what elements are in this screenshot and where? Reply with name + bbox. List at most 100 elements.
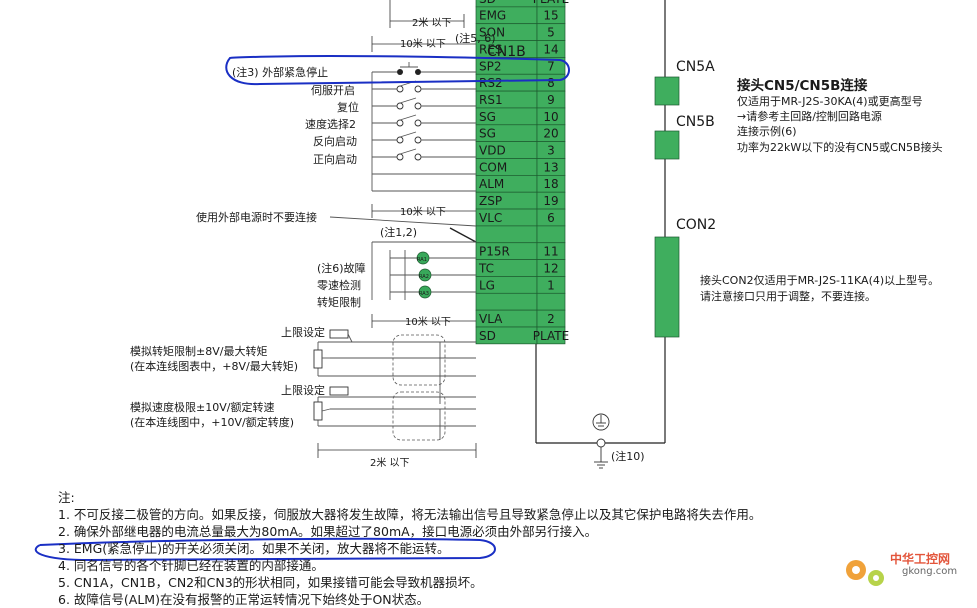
relay-ra2: RA2 (419, 274, 429, 280)
gkong-logo: 中华工控网 gkong.com (840, 548, 970, 593)
cn5a-label: CN5A (676, 59, 715, 75)
con2-label: CON2 (676, 217, 716, 233)
pin-signal: SD (479, 0, 496, 6)
switch-label-rs2: 反向启动 (313, 134, 357, 148)
pin-number-cell (536, 292, 566, 311)
dimension-bottom (317, 443, 477, 458)
switch-part (414, 136, 422, 144)
pin-signal: RS1 (479, 93, 503, 107)
cn5-line-3: 连接示例(6) (737, 124, 797, 138)
pin-number: PLATE (533, 0, 569, 6)
notes-section: 注: 1. 不可反接二极管的方向。如果反接，伺服放大器将发生故障，将无法输出信号… (58, 489, 958, 608)
pin-signal: LG (479, 278, 495, 292)
cn5-line-1: 仅适用于MR-J2S-30KA(4)或更高型号 (737, 94, 923, 108)
vdd-note: 使用外部电源时不要连接 (196, 210, 317, 224)
dimension-label-1: 2米 以下 (412, 16, 452, 29)
pin-signal: ALM (479, 177, 504, 191)
switch-group (371, 62, 476, 192)
note-item-3: 3. EMG(紧急停止)的开关必须关闭。如果不关闭，放大器将不能运转。 (58, 541, 450, 556)
switch-label-res: 复位 (337, 100, 359, 114)
pin-signal: TC (478, 261, 494, 275)
pin-number: 5 (547, 26, 555, 40)
pin-signal: P15R (479, 245, 510, 259)
connector-title: CN1B (487, 44, 526, 60)
pin-signal: EMG (479, 9, 506, 23)
pin-number: 1 (547, 278, 555, 292)
relay-ra1: RA1 (417, 257, 427, 263)
pin-number: 6 (547, 211, 555, 225)
emg-highlight-mark (225, 54, 570, 86)
pin-signal: SP2 (479, 59, 502, 73)
vdd-com-jumper (449, 227, 477, 243)
com-note: (注1,2) (380, 225, 417, 239)
switch-part (396, 153, 404, 161)
pin-number: 15 (543, 9, 558, 23)
pin-signal: RES (479, 42, 503, 56)
pin-number: 7 (547, 59, 555, 73)
upper-limit-2: 上限设定 (281, 383, 325, 397)
pin-cell (475, 225, 538, 244)
note-item-6: 6. 故障信号(ALM)在没有报警的正常运转情况下始终处于ON状态。 (58, 592, 430, 607)
pin-number: 11 (543, 245, 558, 259)
cn5-line-2: →请参考主回路/控制回路电源 (737, 109, 882, 123)
note-item-1: 1. 不可反接二极管的方向。如果反接，伺服放大器将发生故障，将无法输出信号且导致… (58, 507, 762, 522)
torque-pot (313, 329, 476, 404)
pin-number: 2 (547, 312, 555, 326)
switch-part (396, 102, 404, 110)
switch-part (396, 119, 404, 127)
switch-label-rs1: 正向启动 (313, 152, 357, 166)
pin-number: 20 (543, 127, 558, 141)
gear-icon (846, 560, 884, 586)
pin-number-cell (536, 225, 566, 244)
pin-cell (475, 292, 538, 311)
pin-number: 19 (543, 194, 558, 208)
switch-part (399, 148, 417, 155)
speed-label-1: 模拟速度极限±10V/额定转速 (130, 400, 274, 414)
dimension-middle (371, 204, 476, 218)
switch-part (414, 153, 422, 161)
pin-signal: COM (479, 160, 507, 174)
vdd-note-arrow (329, 216, 477, 227)
notes-title: 注: (58, 490, 75, 505)
cn5-line-4: 功率为22kW以下的没有CN5或CN5B接头 (737, 140, 943, 154)
con2-line-1: 接头CON2仅适用于MR-J2S-11KA(4)以上型号。 (700, 273, 939, 287)
dimension-analog (371, 314, 476, 328)
switch-label-sp2: 速度选择2 (305, 117, 356, 131)
dimension-label-4: 10米 以下 (405, 315, 451, 328)
pin-signal: SON (479, 26, 505, 40)
con2-block (654, 236, 680, 338)
pin-number: 14 (543, 42, 558, 56)
switch-part (399, 97, 417, 104)
pin-number: 12 (543, 261, 558, 275)
dimension-top (371, 0, 476, 52)
note-item-2: 2. 确保外部继电器的电流总量最大为80mA。如果超过了80mA，接口电源必须由… (58, 524, 598, 539)
logo-cn: 中华工控网 (890, 552, 951, 566)
switch-part (396, 85, 404, 93)
ground-icon (592, 413, 610, 469)
relay-label-vlc: 转矩限制 (317, 295, 361, 309)
note10-label: (注10) (611, 449, 645, 463)
switch-part (396, 136, 404, 144)
pin-number: 8 (547, 76, 555, 90)
cn5b-block (654, 130, 680, 160)
pin-number: 10 (543, 110, 558, 124)
relay-group (371, 241, 476, 300)
torque-label-2: (在本连线图表中，+8V/最大转矩) (130, 359, 298, 373)
switch-part (414, 119, 422, 127)
relay-label-alm: (注6)故障 (317, 261, 366, 275)
logo-en: gkong.com (902, 566, 958, 577)
cn5-title: 接头CN5/CN5B连接 (737, 77, 868, 94)
note-item-4: 4. 同名信号的各个针脚已经在装置的内部接通。 (58, 558, 324, 573)
switch-label-son: 伺服开启 (311, 84, 355, 97)
pin-number: 3 (547, 144, 555, 158)
pin-signal: VLA (479, 312, 503, 326)
note3-highlight-mark (34, 537, 496, 562)
pin-number: 9 (547, 93, 555, 107)
con2-line-2: 请注意接口只用于调整，不要连接。 (700, 289, 876, 303)
pin-signal: SG (479, 127, 496, 141)
pin-signal: ZSP (479, 194, 502, 208)
speed-label-2: (在本连线图中，+10V/额定转度) (130, 415, 294, 429)
pin-number-cell (536, 326, 566, 345)
pin-signal: VDD (479, 144, 506, 158)
